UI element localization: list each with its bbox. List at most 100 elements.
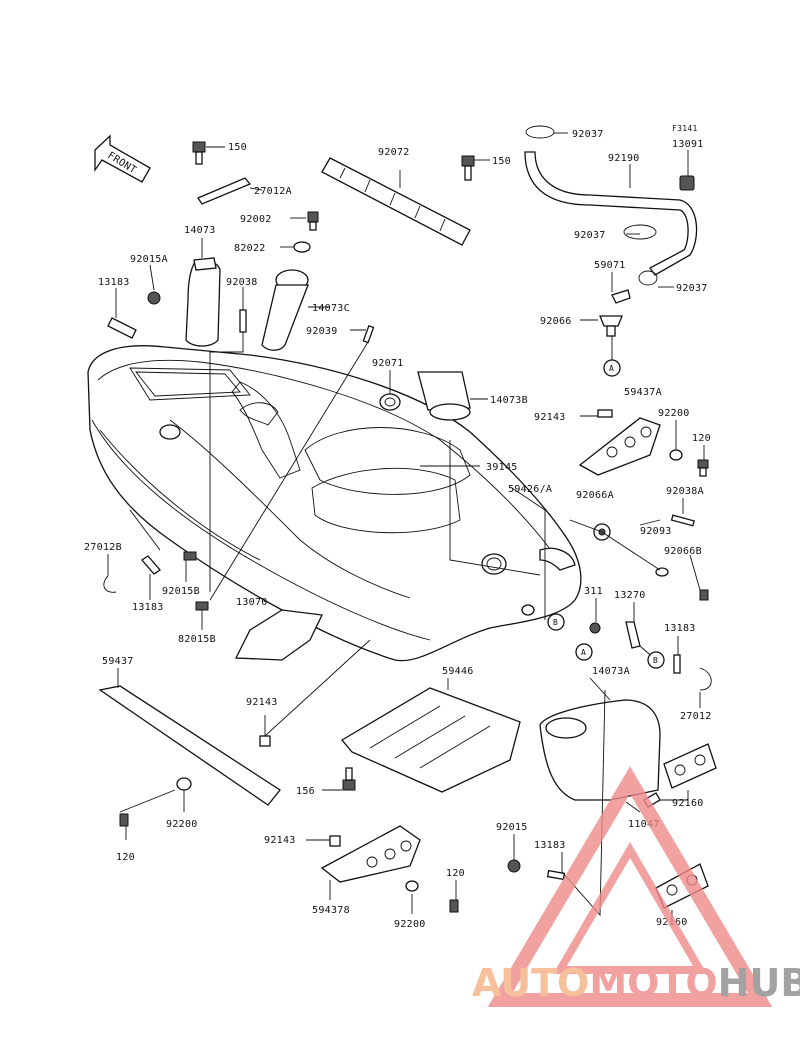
watermark-moto: MOTO (589, 961, 717, 1005)
bolt-150-a (192, 141, 206, 165)
bolt-120-b (119, 813, 129, 827)
hull-body (87, 345, 582, 662)
part-label: 120 (116, 852, 135, 863)
clip-27012 (699, 667, 712, 691)
part-label: 92160 (672, 798, 704, 809)
part-label: 92037 (676, 283, 708, 294)
watermark-hub: HUB (718, 961, 800, 1005)
clamp-92037-c (638, 270, 658, 286)
part-label: 92002 (240, 214, 272, 225)
gasket-92160-a (663, 743, 717, 789)
part-label: 92015A (130, 254, 168, 265)
part-label: 92200 (658, 408, 690, 419)
part-label: 11047 (628, 819, 660, 830)
strip-59437 (98, 685, 281, 806)
nut-92015 (507, 859, 521, 873)
part-label: 156 (296, 786, 315, 797)
plate-59446 (341, 687, 521, 793)
bolt-92143-c (329, 835, 341, 847)
plate-59437A (578, 417, 661, 476)
front-arrow-icon: FRONT (94, 134, 151, 183)
bolt-120-c (449, 899, 459, 913)
part-label: 13183 (132, 602, 164, 613)
pin-92038A (670, 514, 695, 527)
part-label: 13070 (236, 597, 268, 608)
part-label: 27012B (84, 542, 122, 553)
part-label: 27012 (680, 711, 712, 722)
strap-27012A (197, 177, 252, 205)
clip-27012B (103, 575, 117, 593)
bracket-13270 (625, 621, 641, 649)
watermark-auto: AUTO (472, 961, 589, 1005)
part-label: 120 (446, 868, 465, 879)
part-label: 92093 (640, 526, 672, 537)
part-label: 13183 (98, 277, 130, 288)
nut-82015B (195, 601, 209, 611)
bracket-13183-a (107, 317, 137, 339)
callout-b-label: B (553, 618, 558, 627)
part-label: 13183 (664, 623, 696, 634)
callout-a-label: A (609, 364, 614, 373)
part-label: 13183 (534, 840, 566, 851)
hose-92190 (524, 151, 698, 276)
part-label: 13270 (614, 590, 646, 601)
part-label: 92066 (540, 316, 572, 327)
nut-92015B (183, 551, 197, 561)
part-label: 92015B (162, 586, 200, 597)
part-label: 92066B (664, 546, 702, 557)
grommet-92071 (379, 393, 401, 411)
part-label: 39145 (486, 462, 518, 473)
duct-14073B (417, 371, 471, 421)
pin-92038 (239, 309, 247, 333)
part-label: 150 (228, 142, 247, 153)
part-label: 92200 (166, 819, 198, 830)
fitting-59071 (611, 289, 631, 304)
part-label: 13091 (672, 139, 704, 150)
cap-13091 (679, 175, 695, 191)
bracket-13183-b (141, 555, 161, 575)
callout-a-bottom: A (575, 643, 593, 661)
part-labels: 150 27012A 92072 150 92037 F3141 13091 9… (84, 124, 712, 930)
pin-92039 (362, 324, 375, 344)
plate-594378 (320, 825, 421, 883)
part-label: 59426/A (508, 484, 552, 495)
callout-a-label: A (581, 648, 586, 657)
part-label: 14073 (184, 225, 216, 236)
valve-92066 (599, 315, 623, 337)
part-label: 311 (584, 586, 603, 597)
bolt-150-b (461, 155, 475, 181)
nut-92015A (147, 291, 161, 305)
watermark-logo: AUTOMOTOHUB (472, 766, 800, 1007)
bolt-156 (342, 767, 356, 791)
cover-13070 (234, 609, 323, 661)
bolt-92002 (307, 211, 319, 231)
part-label: 14073A (592, 666, 630, 677)
part-label: 59446 (442, 666, 474, 677)
duct-14073A (539, 699, 661, 801)
part-label: 92143 (246, 697, 278, 708)
part-label: 59437 (102, 656, 134, 667)
bracket-13183-d (546, 869, 566, 881)
bracket-13183-c (673, 654, 681, 674)
washer-92066B (655, 567, 669, 577)
washer-92200-a (669, 449, 683, 461)
part-label: 120 (692, 433, 711, 444)
part-label: 59437A (624, 387, 662, 398)
callout-b-label: B (653, 656, 658, 665)
part-label: 92037 (572, 129, 604, 140)
part-label: 92015 (496, 822, 528, 833)
grill-92072 (321, 157, 471, 246)
part-label: 92039 (306, 326, 338, 337)
callout-b-left: B (547, 613, 565, 631)
part-label: 92190 (608, 153, 640, 164)
part-label: 92037 (574, 230, 606, 241)
callout-b-right: B (647, 651, 665, 669)
part-label: 150 (492, 156, 511, 167)
part-label: 59071 (594, 260, 626, 271)
washer-92200-b (176, 777, 192, 791)
callout-a-top: A (603, 359, 621, 377)
part-label: 92038 (226, 277, 258, 288)
bolt-92143-a (597, 409, 613, 418)
part-label-ref: F3141 (672, 124, 698, 133)
